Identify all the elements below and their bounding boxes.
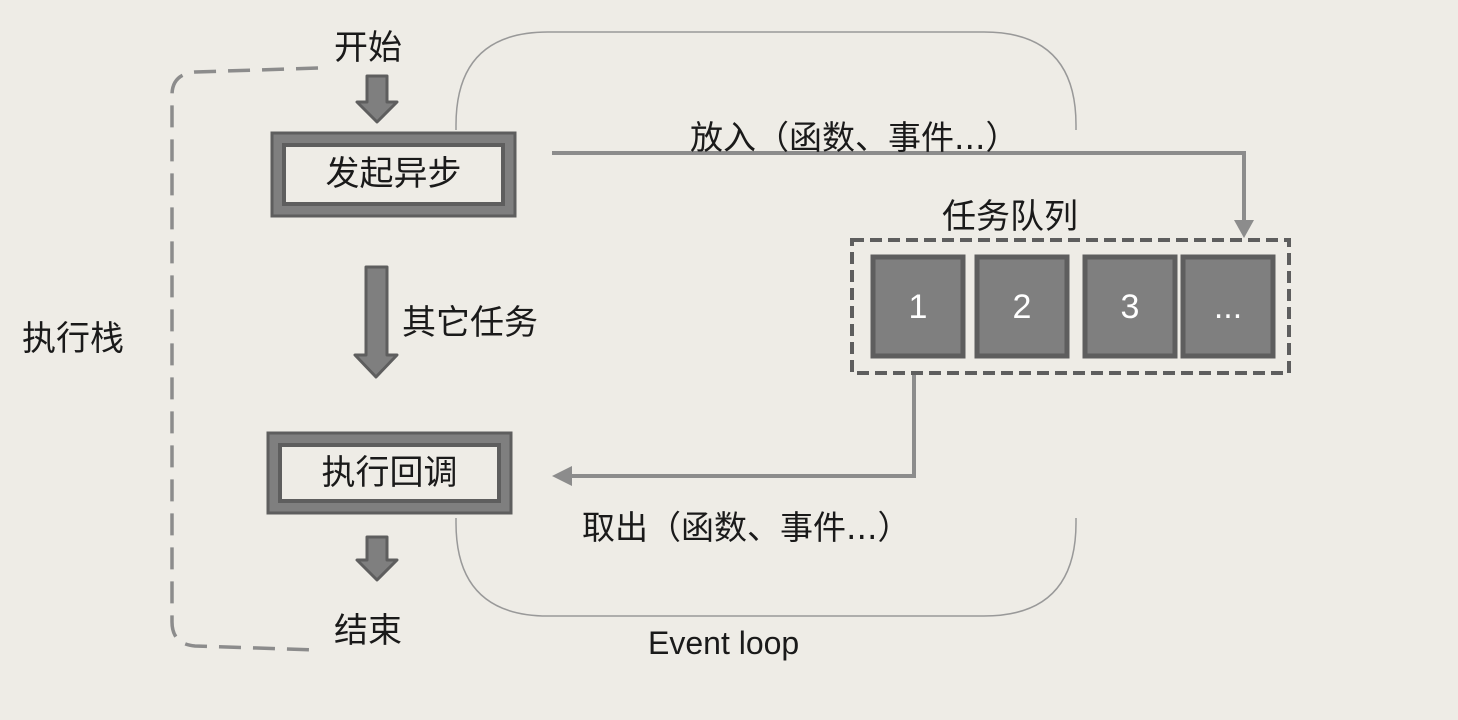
execute-callback-label: 执行回调	[321, 453, 458, 493]
event-loop-outline-bottom	[455, 518, 1077, 617]
event-loop-label: Event loop	[648, 625, 800, 661]
take-out-label: 取出（函数、事件...）	[582, 508, 911, 547]
queue-item-1-box	[870, 254, 966, 359]
queue-item-2-box	[974, 254, 1070, 359]
put-in-label: 放入（函数、事件...）	[690, 118, 1019, 157]
event-loop-outline-top	[455, 31, 1077, 130]
put-in-arrowhead	[1234, 220, 1254, 238]
other-tasks-label: 其它任务	[402, 303, 538, 343]
take-out-arrowhead	[552, 466, 572, 486]
queue-item-3-label: 3	[1120, 288, 1140, 326]
put-in-connector	[552, 151, 1246, 222]
arrow-other-tasks-down	[353, 265, 399, 379]
start-label: 开始	[334, 28, 402, 68]
arrow-end-down	[355, 535, 399, 582]
queue-item-4-label: ...	[1213, 288, 1243, 326]
queue-item-1-label: 1	[908, 288, 928, 326]
task-queue-label: 任务队列	[942, 197, 1078, 237]
take-out-connector	[570, 372, 916, 478]
initiate-async-box	[270, 131, 517, 218]
queue-item-4-box	[1180, 254, 1276, 359]
queue-item-2-label: 2	[1012, 288, 1032, 326]
end-label: 结束	[334, 611, 402, 651]
execute-callback-box	[266, 431, 513, 515]
call-stack-bracket	[170, 66, 319, 652]
arrow-start-down	[355, 74, 399, 124]
task-queue-container	[850, 238, 1291, 375]
initiate-async-label: 发起异步	[325, 154, 462, 194]
call-stack-label: 执行栈	[22, 319, 124, 359]
queue-item-3-box	[1082, 254, 1178, 359]
